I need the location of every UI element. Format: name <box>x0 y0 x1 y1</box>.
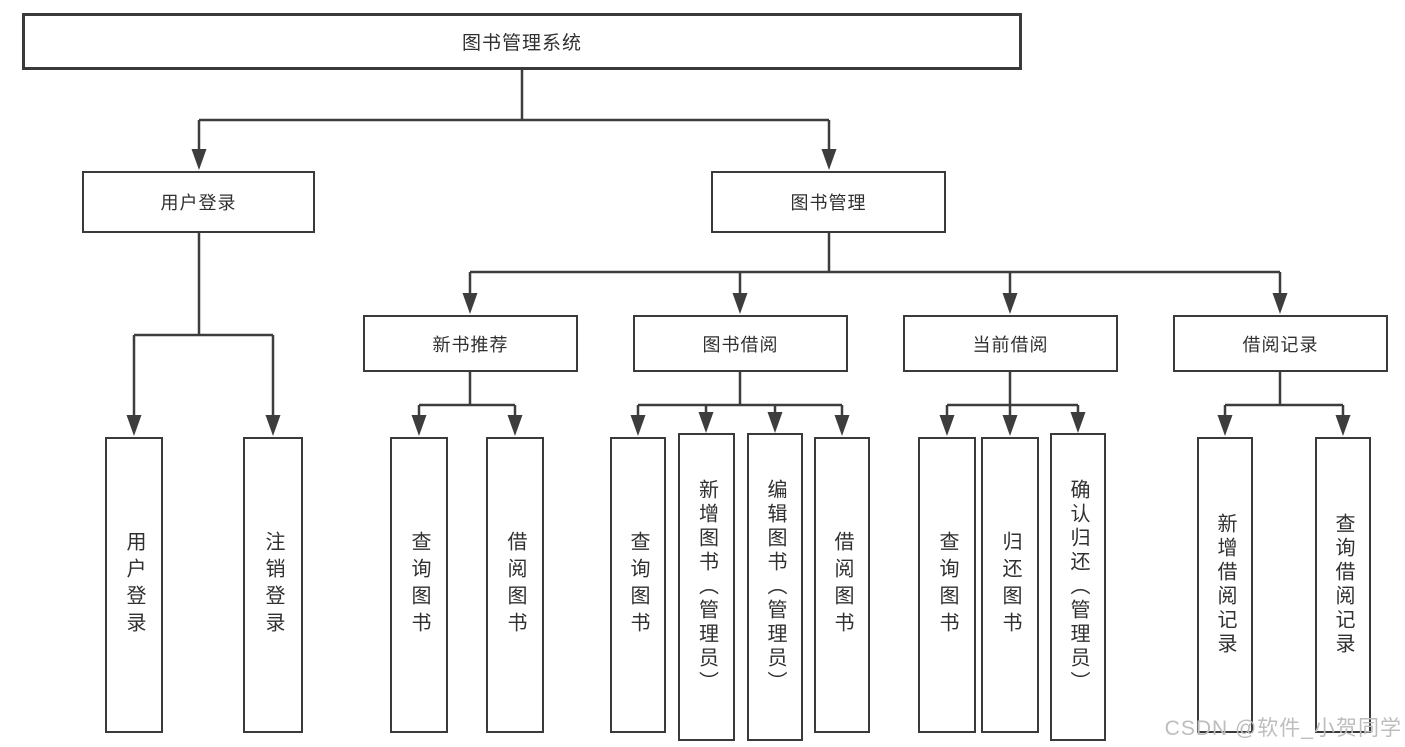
leaf-confirm-return-admin: 确认归还（管理员） <box>1050 433 1106 741</box>
arrow-icon <box>834 415 850 436</box>
node-new-book-recommend: 新书推荐 <box>363 315 578 372</box>
arrow-icon <box>630 415 646 436</box>
node-book-borrow: 图书借阅 <box>633 315 848 372</box>
connector-bookmgmt-to-l3 <box>468 233 1282 302</box>
arrow-icon <box>767 412 783 433</box>
connector-records-to-leaves <box>1223 372 1345 424</box>
leaf-query-books-borrow: 查询图书 <box>610 437 666 733</box>
connector-current-to-leaves <box>945 372 1080 424</box>
leaf-add-book-admin: 新增图书（管理员） <box>678 433 735 741</box>
arrow-icon <box>126 415 142 436</box>
leaf-user-login: 用户登录 <box>105 437 163 733</box>
arrow-icon <box>821 149 837 170</box>
node-borrow-records: 借阅记录 <box>1173 315 1388 372</box>
leaf-return-books: 归还图书 <box>981 437 1039 733</box>
leaf-borrow-books-recommend: 借阅图书 <box>486 437 544 733</box>
node-root: 图书管理系统 <box>22 13 1022 70</box>
arrow-icon <box>411 415 427 436</box>
leaf-query-borrow-record: 查询借阅记录 <box>1315 437 1371 733</box>
arrow-icon <box>732 293 748 314</box>
arrow-icon <box>939 415 955 436</box>
connector-userlogin-to-leaves <box>132 233 275 424</box>
arrow-icon <box>1070 412 1086 433</box>
arrow-icon <box>1002 293 1018 314</box>
arrow-icon <box>191 149 207 170</box>
leaf-logout: 注销登录 <box>243 437 303 733</box>
leaf-add-borrow-record: 新增借阅记录 <box>1197 437 1253 733</box>
leaf-query-books-current: 查询图书 <box>918 437 976 733</box>
leaf-query-books-recommend: 查询图书 <box>390 437 448 733</box>
connector-recommend-to-leaves <box>417 372 517 424</box>
node-user-login: 用户登录 <box>82 171 315 233</box>
arrow-icon <box>265 415 281 436</box>
arrow-icon <box>1217 415 1233 436</box>
arrow-icon <box>507 415 523 436</box>
node-current-borrow: 当前借阅 <box>903 315 1118 372</box>
connector-root-to-l2 <box>197 70 831 158</box>
watermark-text: CSDN @软件_小贺同学 <box>1164 717 1402 740</box>
leaf-edit-book-admin: 编辑图书（管理员） <box>747 433 803 741</box>
connector-borrow-to-leaves <box>636 372 844 424</box>
arrow-icon <box>462 293 478 314</box>
leaf-borrow-books-borrow: 借阅图书 <box>814 437 870 733</box>
arrow-icon <box>1272 293 1288 314</box>
arrow-icon <box>698 412 714 433</box>
arrow-icon <box>1335 415 1351 436</box>
arrow-icon <box>1002 415 1018 436</box>
node-book-management: 图书管理 <box>711 171 946 233</box>
